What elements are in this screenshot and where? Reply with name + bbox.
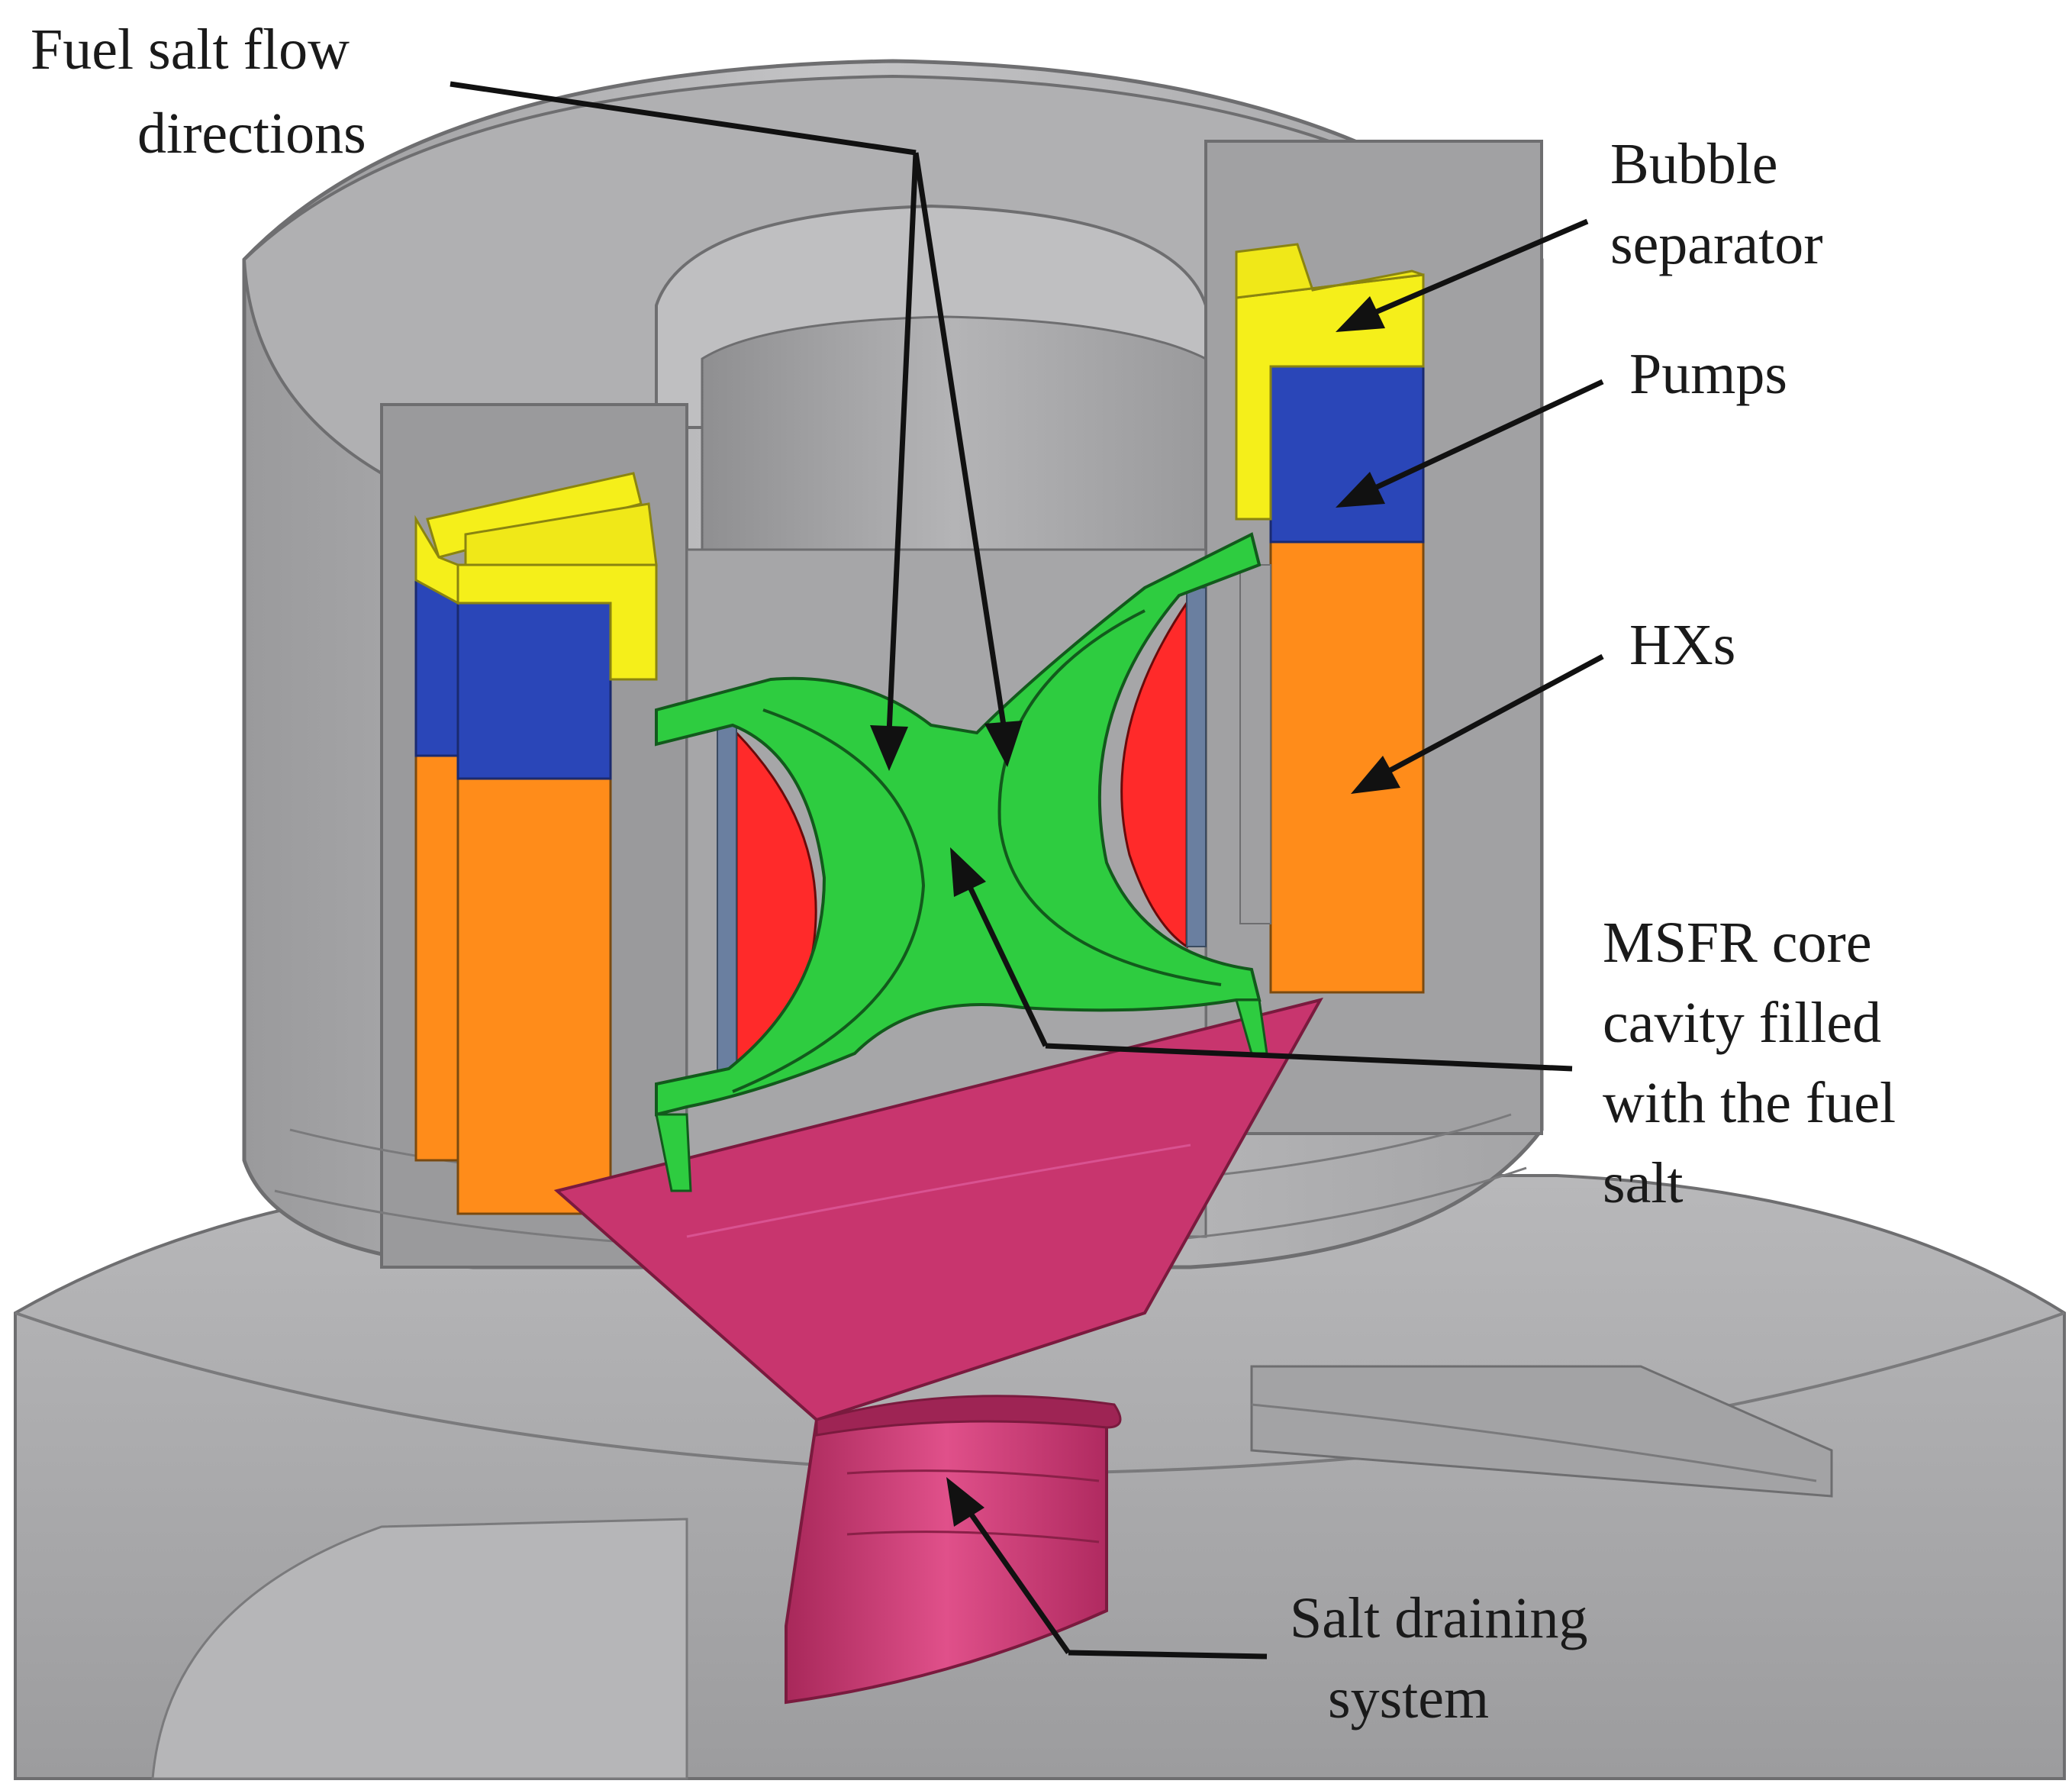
label-core-cavity-line3: with the fuel xyxy=(1603,1071,1896,1135)
label-bubble-separator-line1: Bubble xyxy=(1610,132,1778,196)
label-hxs: HXs xyxy=(1629,613,1735,677)
leader-arrows xyxy=(450,81,1604,1660)
label-core-cavity-line2: cavity filled xyxy=(1603,991,1881,1055)
label-fuel-salt-flow-line2: directions xyxy=(137,102,366,166)
label-core-cavity-line1: MSFR core xyxy=(1603,911,1872,975)
salt-draining-system xyxy=(553,997,1324,1705)
label-bubble-separator: Bubble separator xyxy=(1610,132,1823,276)
label-pumps: Pumps xyxy=(1629,342,1787,406)
label-core-cavity-line4: salt xyxy=(1603,1151,1684,1215)
label-salt-draining-line2: system xyxy=(1328,1666,1489,1731)
label-fuel-salt-flow-line1: Fuel salt flow xyxy=(31,18,350,82)
label-salt-draining-line1: Salt draining xyxy=(1290,1586,1588,1650)
label-fuel-salt-flow: Fuel salt flow directions xyxy=(31,18,366,166)
fuel-salt-core xyxy=(655,532,1268,1192)
label-bubble-separator-line2: separator xyxy=(1610,212,1823,276)
left-component-stack xyxy=(414,472,658,1215)
label-salt-draining: Salt draining system xyxy=(1290,1586,1588,1731)
right-component-stack xyxy=(1235,243,1425,994)
label-core-cavity: MSFR core cavity filled with the fuel sa… xyxy=(1603,911,1896,1215)
